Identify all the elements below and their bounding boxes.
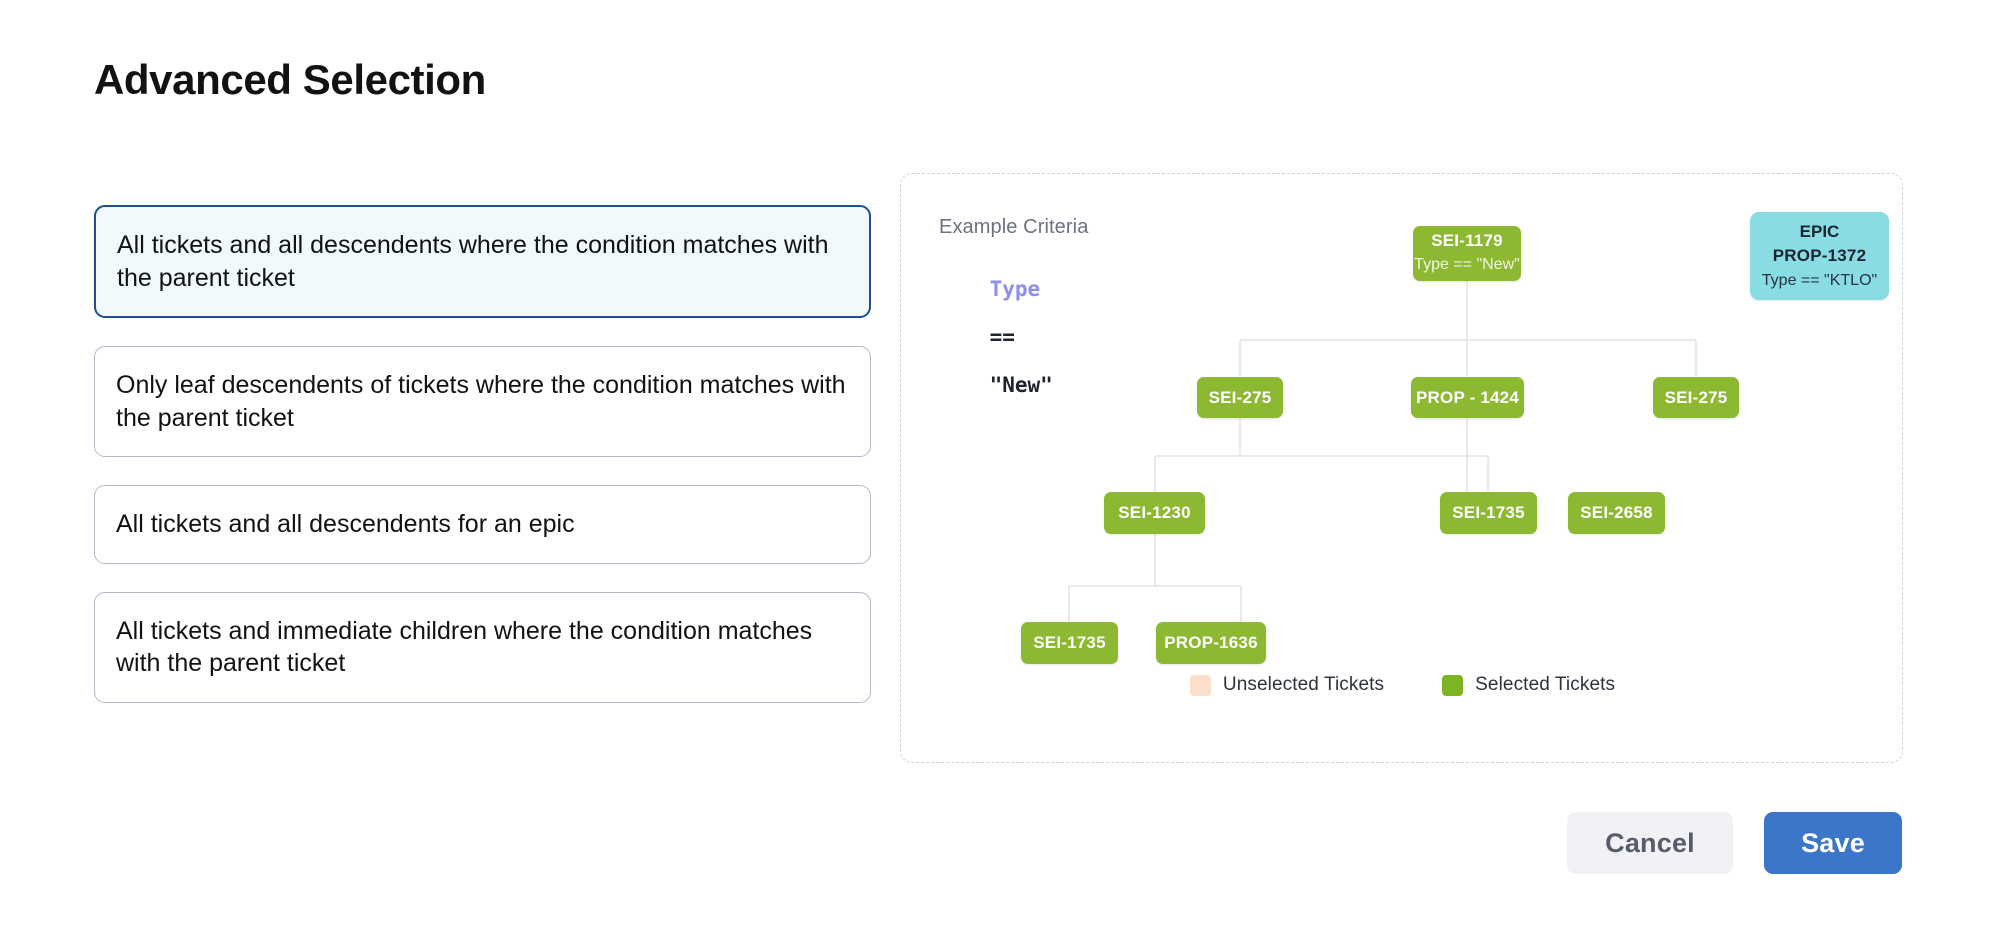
ticket-node-sei-275-left[interactable]: SEI-275 — [1197, 377, 1283, 418]
dialog-footer: Cancel Save — [1567, 812, 1902, 874]
ticket-node-sei-2658[interactable]: SEI-2658 — [1568, 492, 1665, 534]
ticket-node-sei-1735-level3[interactable]: SEI-1735 — [1440, 492, 1537, 534]
option-label: All tickets and all descendents where th… — [117, 231, 829, 292]
criteria-value: "New" — [989, 373, 1053, 397]
node-id: SEI-275 — [1664, 387, 1728, 407]
option-card-all-descendents-epic[interactable]: All tickets and all descendents for an e… — [94, 485, 871, 564]
option-list: All tickets and all descendents where th… — [94, 205, 871, 731]
criteria-operator: == — [989, 325, 1015, 349]
option-card-immediate-children-condition[interactable]: All tickets and immediate children where… — [94, 591, 871, 703]
legend-item-unselected: Unselected Tickets — [1189, 674, 1385, 696]
node-id: SEI-1179 — [1431, 231, 1503, 251]
ticket-node-sei-1179[interactable]: SEI-1179 Type == "New" — [1413, 226, 1521, 281]
legend-label: Unselected Tickets — [1222, 674, 1385, 695]
page-title: Advanced Selection — [94, 56, 486, 103]
node-id: SEI-1230 — [1118, 503, 1191, 523]
criteria-field: Type — [989, 277, 1041, 301]
ticket-node-prop-1424[interactable]: PROP - 1424 — [1411, 377, 1524, 418]
option-card-leaf-descendents-condition[interactable]: Only leaf descendents of tickets where t… — [94, 346, 871, 457]
criteria-title: Example Criteria — [939, 216, 1089, 238]
node-id: PROP - 1424 — [1416, 387, 1519, 407]
option-label: Only leaf descendents of tickets where t… — [116, 371, 846, 432]
node-id: PROP-1636 — [1164, 633, 1258, 653]
ticket-node-prop-1636[interactable]: PROP-1636 — [1156, 622, 1266, 664]
node-id: SEI-1735 — [1452, 503, 1525, 523]
ticket-node-sei-1230[interactable]: SEI-1230 — [1104, 492, 1205, 534]
save-button[interactable]: Save — [1764, 812, 1902, 874]
option-label: All tickets and all descendents for an e… — [116, 510, 575, 538]
ticket-node-sei-275-right[interactable]: SEI-275 — [1653, 377, 1739, 418]
legend-item-selected: Selected Tickets — [1442, 674, 1615, 696]
node-subtitle: Type == "New" — [1414, 256, 1520, 274]
diagram-legend: Unselected Tickets Selected Tickets — [901, 674, 1904, 696]
node-kind-label: EPIC — [1799, 222, 1840, 241]
example-diagram-panel: Example Criteria Type == "New" — [900, 173, 1903, 763]
node-id: SEI-2658 — [1580, 503, 1653, 523]
option-label: All tickets and immediate children where… — [116, 616, 813, 678]
ticket-node-sei-1735-level4[interactable]: SEI-1735 — [1021, 622, 1118, 664]
node-id: SEI-1735 — [1033, 633, 1106, 653]
node-id: SEI-275 — [1208, 387, 1272, 407]
legend-label: Selected Tickets — [1475, 674, 1616, 695]
ticket-node-epic-prop-1372[interactable]: EPIC PROP-1372 Type == "KTLO" — [1750, 212, 1889, 300]
cancel-button[interactable]: Cancel — [1567, 812, 1733, 874]
node-id: PROP-1372 — [1772, 245, 1867, 265]
criteria-expression: Type == "New" — [939, 253, 1053, 421]
legend-swatch-selected-icon — [1442, 674, 1464, 696]
node-subtitle: Type == "KTLO" — [1761, 271, 1878, 289]
legend-swatch-unselected-icon — [1189, 674, 1211, 696]
option-card-all-descendents-condition[interactable]: All tickets and all descendents where th… — [94, 205, 871, 318]
